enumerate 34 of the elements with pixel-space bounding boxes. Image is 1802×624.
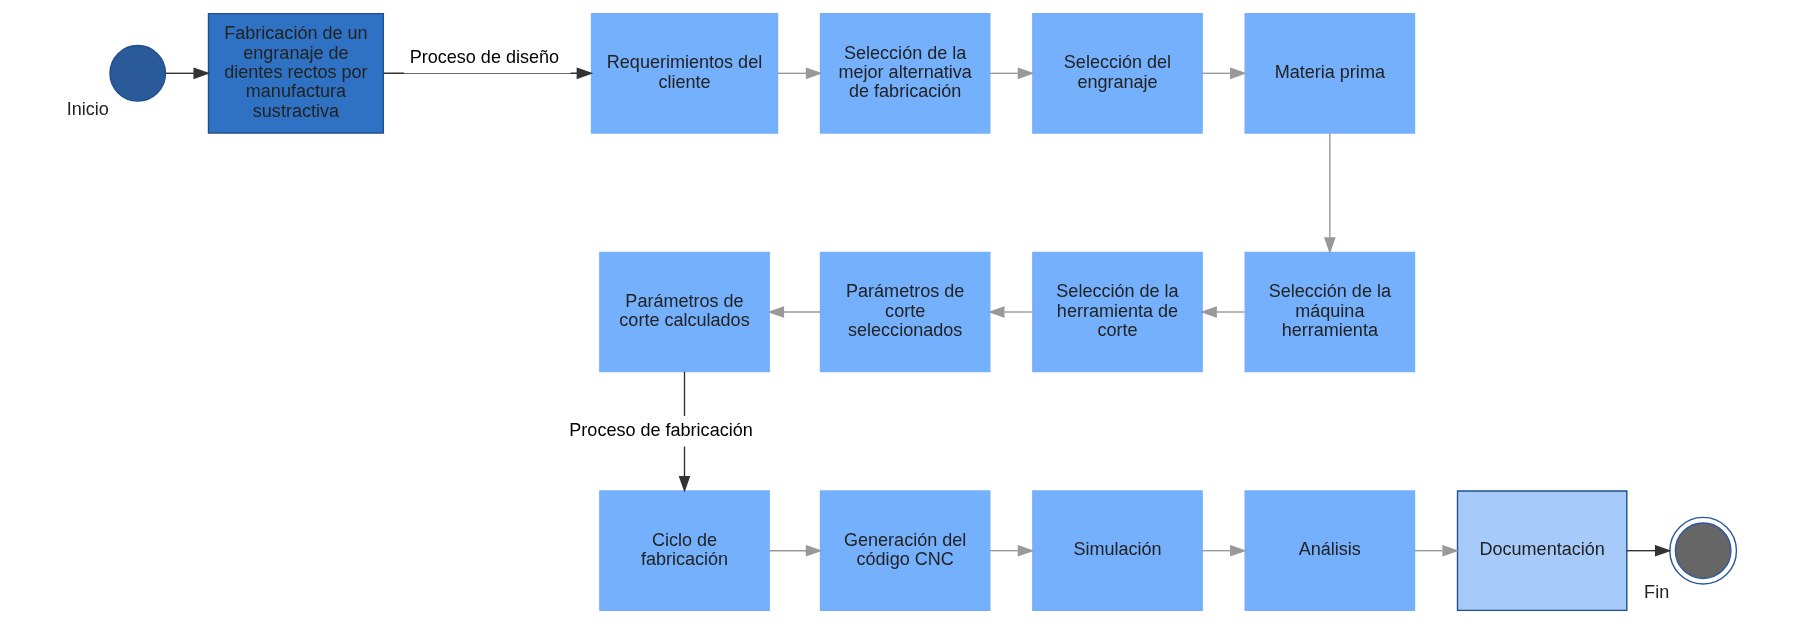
node-box: Análisis [1244, 490, 1416, 612]
arrow [987, 306, 1033, 318]
node-box: Fabricación de un engranaje de dientes rectos por manufactura sustractiva [207, 12, 385, 134]
node-box: Selección de la herramienta de corte [1032, 251, 1203, 373]
node-box: Selección de la mejor alternativa de fabricación [819, 12, 991, 134]
node-box: Parámetros de corte seleccionados [819, 251, 991, 373]
node-box: Materia prima [1244, 12, 1416, 134]
edge-label: Proceso de diseño [409, 46, 560, 67]
node-circle [109, 44, 167, 102]
arrow [1200, 306, 1246, 318]
arrow [1413, 544, 1460, 557]
arrow [165, 67, 211, 80]
node-box: Selección de la máquina herramienta [1244, 251, 1416, 373]
arrow [989, 544, 1035, 557]
node-label: Fin [1644, 582, 1670, 603]
arrow [1201, 67, 1247, 80]
edge-label: Proceso de fabricación [569, 420, 753, 441]
arrow [1324, 132, 1336, 254]
arrow [382, 67, 594, 80]
arrow [768, 544, 823, 557]
node-circle [1669, 516, 1738, 585]
arrow [989, 67, 1035, 80]
node-box: Selección del engranaje [1032, 12, 1203, 134]
node-box: Simulación [1032, 490, 1203, 612]
node-box: Parámetros de corte calculados [599, 251, 770, 373]
arrow [1201, 544, 1247, 557]
node-box: Requerimientos del cliente [590, 12, 779, 134]
arrow [767, 306, 822, 318]
node-box: Ciclo de fabricación [599, 490, 770, 612]
arrow [776, 67, 823, 80]
arrow [1626, 544, 1672, 557]
node-box: Documentación [1456, 490, 1628, 612]
node-box: Generación del código CNC [819, 490, 991, 612]
node-label: Inicio [66, 99, 109, 120]
